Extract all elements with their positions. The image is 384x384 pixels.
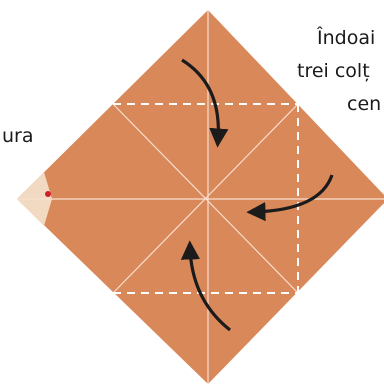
curved-arrow-right bbox=[246, 174, 334, 222]
corner-mark bbox=[45, 191, 51, 197]
instruction-line-2: trei colț bbox=[297, 60, 370, 82]
crease-diagonal-2 bbox=[112, 103, 299, 294]
instruction-line-3: cen bbox=[347, 93, 382, 115]
curved-arrow-top bbox=[181, 58, 229, 148]
instruction-line-1: Îndoai bbox=[317, 27, 376, 49]
paper-square bbox=[17, 10, 384, 384]
curved-arrow-bottom bbox=[180, 240, 231, 332]
instruction-left-fragment: ura bbox=[2, 125, 34, 147]
